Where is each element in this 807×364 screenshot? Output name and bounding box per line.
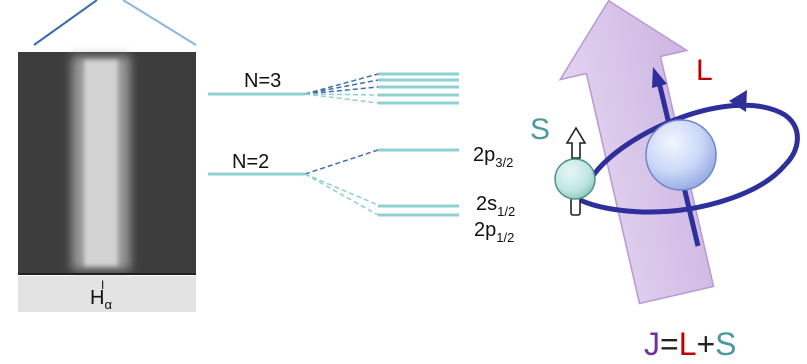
orbital-label: L	[696, 54, 713, 87]
spectrum-caption: Hα	[90, 287, 112, 312]
n2-dash-down-1	[304, 173, 379, 206]
spin-ball	[554, 158, 596, 200]
orbit-arrowhead	[729, 90, 747, 112]
level-2p32-sub: 3/2	[495, 155, 513, 170]
spectrum-photo: Hα I	[15, 0, 198, 313]
orbital-axis-arrowhead	[652, 67, 667, 88]
right-angle-line	[122, 0, 197, 46]
coupling-equation: J=L+S	[644, 326, 737, 362]
equation-equals: =	[660, 326, 679, 362]
level-2s12-label: 2s1/2	[476, 193, 515, 219]
level-n2-label: N=2	[232, 151, 269, 173]
n2-dash-down-2	[304, 173, 379, 216]
n3-sublevel-lines	[378, 72, 459, 105]
spin-arrow	[565, 126, 587, 159]
orbit-back-arc	[589, 102, 800, 179]
n2-dash-up	[304, 149, 379, 175]
level-2p12-sub: 1/2	[496, 230, 514, 245]
energy-level-diagram: N=3 N=2 2p3/2 2s1/2 2p1/2	[208, 70, 515, 245]
equation-plus: +	[696, 326, 715, 362]
equation-s: S	[715, 326, 736, 362]
n3-split-dashes	[304, 73, 379, 95]
level-2p12-main: 2p	[474, 219, 496, 241]
level-2p32-label: 2p3/2	[473, 144, 513, 170]
spectrum-band	[84, 60, 118, 266]
orbit-front-arc	[578, 163, 787, 215]
n3-split-dashes-light	[304, 93, 379, 104]
level-2p32-main: 2p	[473, 144, 495, 166]
spin-orbit-illustration: S L J=L+S	[530, 0, 800, 362]
spectrum-caption-sup: I	[101, 278, 104, 292]
nucleus-ball	[645, 119, 717, 191]
left-angle-line	[33, 0, 98, 46]
level-n3-label: N=3	[244, 70, 281, 92]
spin-label: S	[530, 113, 550, 146]
spectrum-caption-main: H	[90, 287, 104, 309]
equation-l: L	[679, 326, 697, 362]
equation-j: J	[644, 326, 660, 362]
total-angular-momentum-arrow	[558, 0, 715, 305]
spectrum-caption-sub: α	[104, 297, 112, 312]
level-2s12-main: 2s	[476, 193, 497, 215]
level-2s12-sub: 1/2	[497, 204, 515, 219]
level-2p12-label: 2p1/2	[474, 219, 514, 245]
spectrum-caption-area	[18, 276, 196, 312]
